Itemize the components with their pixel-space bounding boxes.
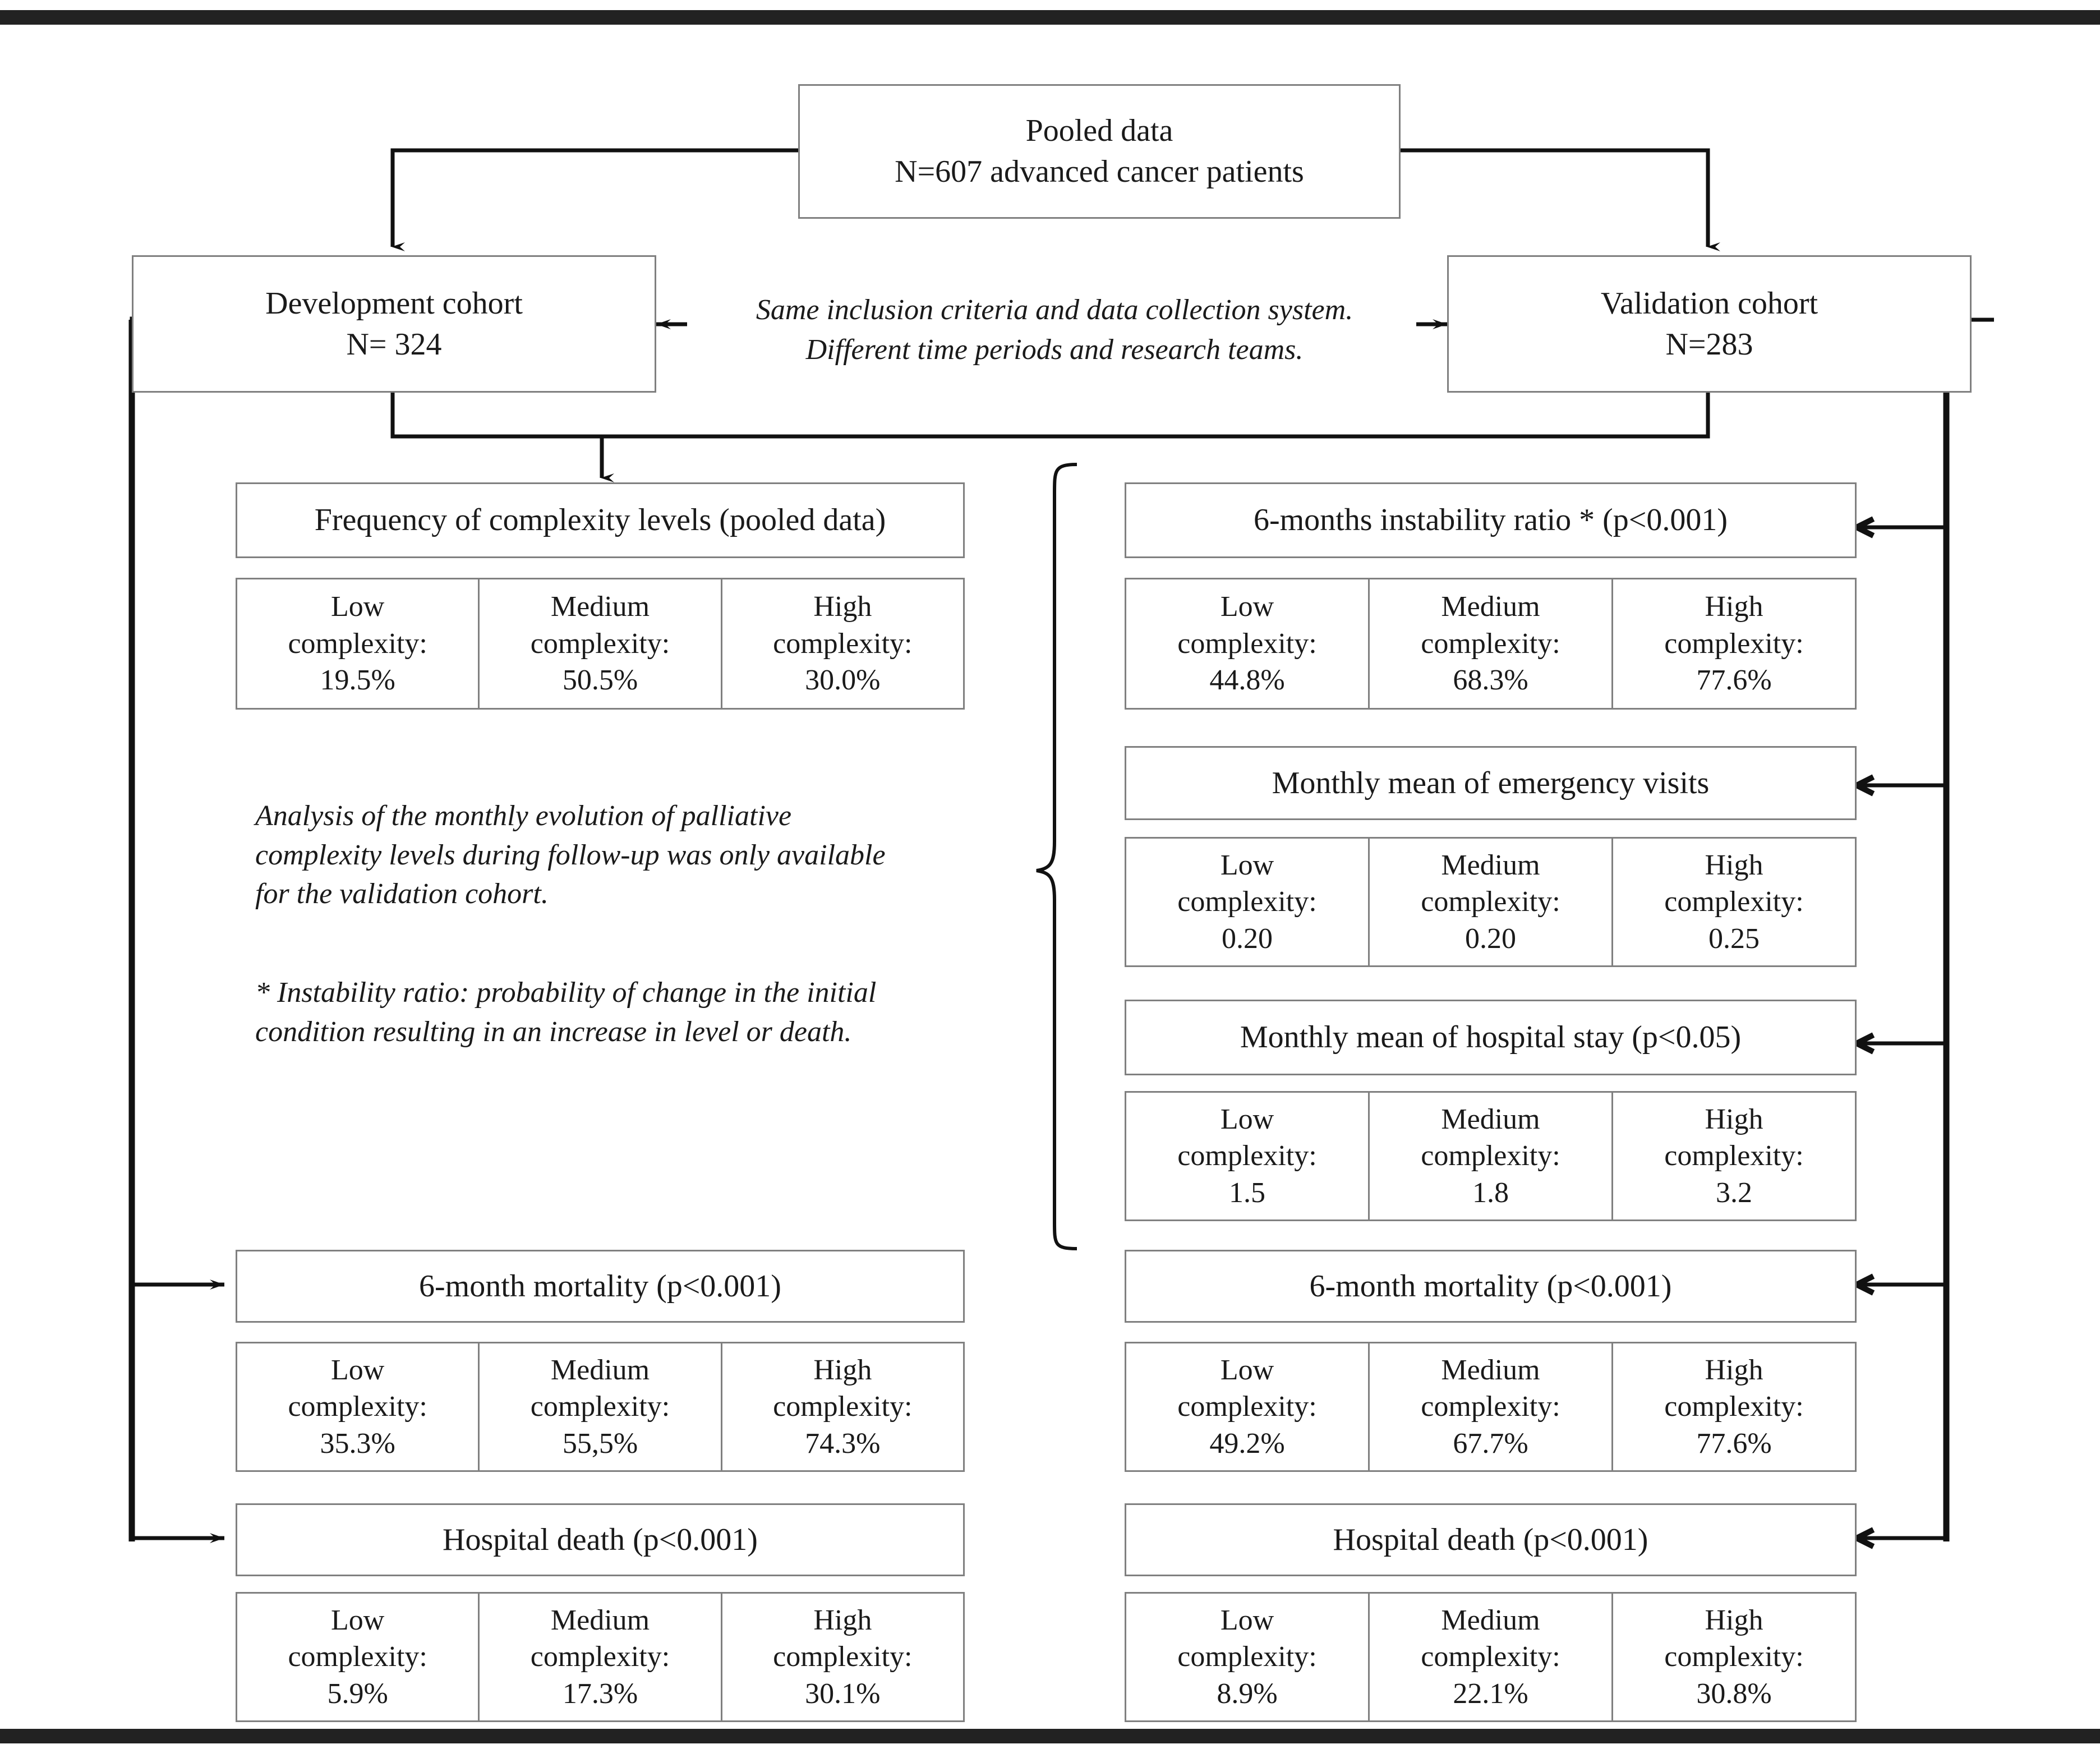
- left-hospital-death-cell-low: Low complexity: 5.9%: [237, 1594, 480, 1720]
- right-mortality-title-box: 6-month mortality (p<0.001): [1125, 1250, 1857, 1323]
- pooled-data-line2: N=607 advanced cancer patients: [895, 154, 1304, 189]
- validation-cohort-box: Validation cohort N=283: [1447, 255, 1972, 393]
- frequency-title: Frequency of complexity levels (pooled d…: [314, 503, 886, 538]
- top-rule: [0, 10, 2100, 25]
- left-hospital-death-cell-medium: Medium complexity: 17.3%: [480, 1594, 722, 1720]
- right-hospital-death-cell-medium: Medium complexity: 22.1%: [1370, 1594, 1613, 1720]
- emergency-title-box: Monthly mean of emergency visits: [1125, 746, 1857, 820]
- right-hospital-death-title-box: Hospital death (p<0.001): [1125, 1503, 1857, 1576]
- right-hospital-death-cell-high: High complexity: 30.8%: [1664, 1604, 1804, 1710]
- pooled-data-line1: Pooled data: [1025, 113, 1173, 149]
- instability-cell-high: High complexity: 77.6%: [1664, 591, 1804, 697]
- validation-cohort-line1: Validation cohort: [1600, 286, 1818, 321]
- hospital-stay-cell-high: High complexity: 3.2: [1664, 1103, 1804, 1209]
- development-cohort-line2: N= 324: [346, 326, 442, 362]
- grouping-brace: [1036, 463, 1077, 1250]
- left-mortality-title: 6-month mortality (p<0.001): [419, 1268, 781, 1304]
- right-mortality-title: 6-month mortality (p<0.001): [1309, 1268, 1672, 1304]
- right-mortality-cell-medium: Medium complexity: 67.7%: [1370, 1343, 1613, 1470]
- left-hospital-death-title-box: Hospital death (p<0.001): [236, 1503, 965, 1576]
- hospital-stay-table: Low complexity: 1.5 Medium complexity: 1…: [1125, 1091, 1857, 1221]
- emergency-table: Low complexity: 0.20 Medium complexity: …: [1125, 837, 1857, 967]
- left-mortality-cell-low: Low complexity: 35.3%: [237, 1343, 480, 1470]
- hospital-stay-title-box: Monthly mean of hospital stay (p<0.05): [1125, 1000, 1857, 1075]
- right-mortality-cell-low: Low complexity: 49.2%: [1126, 1343, 1370, 1470]
- instability-table: Low complexity: 44.8% Medium complexity:…: [1125, 578, 1857, 710]
- pooled-data-box: Pooled data N=607 advanced cancer patien…: [798, 84, 1401, 219]
- hospital-stay-cell-low: Low complexity: 1.5: [1126, 1093, 1370, 1219]
- emergency-cell-low: Low complexity: 0.20: [1126, 839, 1370, 965]
- right-mortality-cell-high: High complexity: 77.6%: [1664, 1354, 1804, 1460]
- development-cohort-box: Development cohort N= 324: [132, 255, 656, 393]
- instability-title-box: 6-months instability ratio * (p<0.001): [1125, 482, 1857, 558]
- left-mortality-title-box: 6-month mortality (p<0.001): [236, 1250, 965, 1323]
- validation-cohort-line2: N=283: [1665, 326, 1753, 362]
- validation-only-note: Analysis of the monthly evolution of pal…: [255, 800, 886, 910]
- connector-development-spine: [128, 316, 233, 1543]
- instability-ratio-footnote: * Instability ratio: probability of chan…: [255, 977, 877, 1048]
- emergency-cell-medium: Medium complexity: 0.20: [1370, 839, 1613, 965]
- left-hospital-death-table: Low complexity: 5.9% Medium complexity: …: [236, 1592, 965, 1722]
- left-mortality-table: Low complexity: 35.3% Medium complexity:…: [236, 1342, 965, 1472]
- right-hospital-death-title: Hospital death (p<0.001): [1333, 1522, 1648, 1557]
- left-mortality-cell-high: High complexity: 74.3%: [773, 1354, 913, 1460]
- right-mortality-table: Low complexity: 49.2% Medium complexity:…: [1125, 1342, 1857, 1472]
- emergency-cell-high: High complexity: 0.25: [1664, 849, 1804, 955]
- frequency-title-box: Frequency of complexity levels (pooled d…: [236, 482, 965, 558]
- hospital-stay-cell-medium: Medium complexity: 1.8: [1370, 1093, 1613, 1219]
- hospital-stay-title: Monthly mean of hospital stay (p<0.05): [1240, 1020, 1742, 1055]
- left-hospital-death-title: Hospital death (p<0.001): [443, 1522, 758, 1557]
- connector-validation-spine: [1842, 317, 1994, 1549]
- frequency-cell-medium: Medium complexity: 50.5%: [480, 579, 722, 708]
- instability-title: 6-months instability ratio * (p<0.001): [1253, 503, 1728, 538]
- right-hospital-death-table: Low complexity: 8.9% Medium complexity: …: [1125, 1592, 1857, 1722]
- left-hospital-death-cell-high: High complexity: 30.1%: [773, 1604, 913, 1710]
- right-hospital-death-cell-low: Low complexity: 8.9%: [1126, 1594, 1370, 1720]
- development-cohort-line1: Development cohort: [265, 286, 523, 321]
- left-mortality-cell-medium: Medium complexity: 55,5%: [480, 1343, 722, 1470]
- bottom-rule: [0, 1729, 2100, 1743]
- cohort-comparison-note: Same inclusion criteria and data collect…: [756, 294, 1353, 366]
- connector-cohorts-to-frequency: [390, 393, 1710, 482]
- frequency-cell-low: Low complexity: 19.5%: [237, 579, 480, 708]
- instability-cell-low: Low complexity: 44.8%: [1126, 579, 1370, 708]
- instability-cell-medium: Medium complexity: 68.3%: [1370, 579, 1613, 708]
- frequency-cell-high: High complexity: 30.0%: [773, 591, 913, 697]
- frequency-table: Low complexity: 19.5% Medium complexity:…: [236, 578, 965, 710]
- emergency-title: Monthly mean of emergency visits: [1272, 765, 1710, 800]
